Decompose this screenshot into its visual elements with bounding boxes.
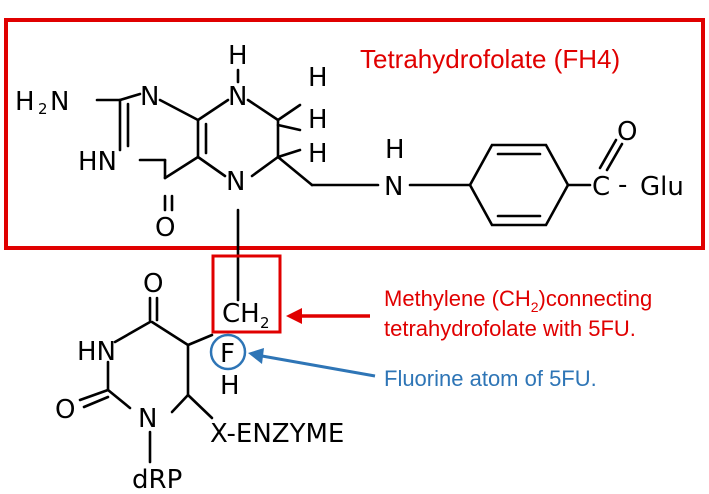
- nh2-sub: 2: [38, 100, 48, 118]
- uracil-n1: N: [138, 404, 157, 434]
- ch2-sub: 2: [260, 314, 270, 332]
- uracil-hn: HN: [77, 337, 116, 367]
- fh4-title: Tetrahydrofolate (FH4): [360, 44, 620, 74]
- fluorine-highlight-circle: [209, 333, 247, 371]
- pteridine-bonds: [95, 68, 380, 212]
- h8-label: H: [228, 41, 248, 71]
- glu-label: Glu: [640, 172, 684, 202]
- uracil-o4: O: [143, 269, 163, 299]
- fluorine-arrow-head: [248, 348, 264, 364]
- uracil-bonds: [78, 296, 214, 464]
- methylene-annotation-line2: tetrahydrofolate with 5FU.: [384, 316, 636, 341]
- ch2-label: CH: [222, 299, 260, 329]
- h6-label: H: [308, 139, 328, 169]
- uracil-f: F: [220, 339, 235, 369]
- fluorine-arrow-line: [261, 354, 376, 378]
- methylene-annotation-line1: Methylene (CH2)connecting: [384, 286, 652, 315]
- uracil-o2: O: [55, 395, 75, 425]
- n1-label: N: [140, 82, 159, 112]
- h7b-label: H: [308, 105, 328, 135]
- uracil-drp: dRP: [132, 465, 182, 494]
- fh4-highlight-box: [4, 18, 705, 250]
- h7a-label: H: [308, 63, 328, 93]
- methylene-arrow-head: [286, 308, 302, 324]
- o4-label: O: [155, 213, 175, 243]
- carbonyl-o: O: [617, 117, 637, 147]
- fluorine-annotation: Fluorine atom of 5FU.: [384, 366, 597, 391]
- amine-n: N: [384, 172, 403, 202]
- carbonyl-c: C: [592, 172, 610, 202]
- ch2-highlight-box: [211, 254, 282, 334]
- uracil-h: H: [220, 371, 240, 401]
- uracil-enzyme: X-ENZYME: [210, 419, 344, 449]
- nh2-n: N: [50, 87, 69, 117]
- benzene-ring: [408, 138, 624, 227]
- amine-h: H: [385, 135, 405, 165]
- n8-label: N: [228, 82, 247, 112]
- n5-label: N: [226, 167, 245, 197]
- glu-dash: -: [618, 170, 627, 200]
- hn3-label: HN: [78, 147, 117, 177]
- nh2-h: H: [15, 87, 35, 117]
